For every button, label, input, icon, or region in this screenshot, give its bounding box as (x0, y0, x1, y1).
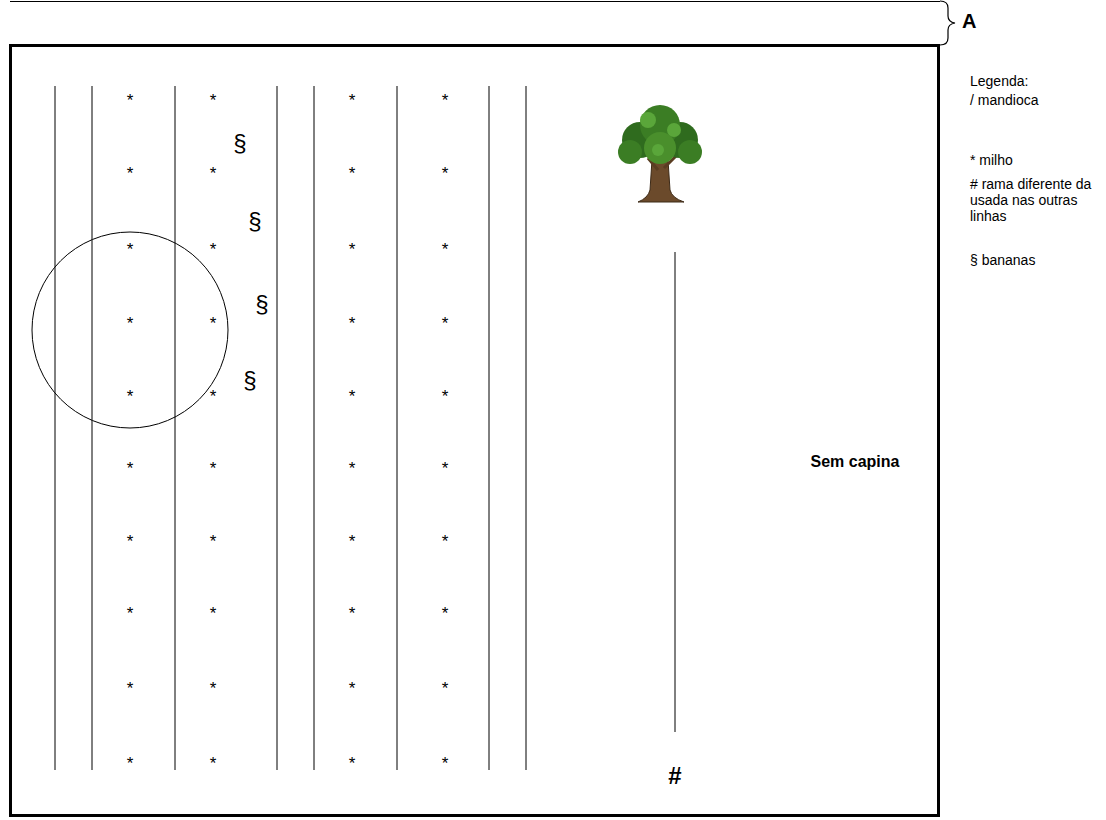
maize-mark: * (349, 754, 356, 774)
tree-icon (618, 105, 702, 202)
maize-mark: * (210, 532, 217, 552)
maize-mark: * (210, 240, 217, 260)
legend-entry: # rama diferente da usada nas outras lin… (970, 176, 1104, 224)
banana-mark: § (233, 129, 246, 157)
maize-mark: * (210, 459, 217, 479)
field-border (11, 46, 939, 816)
maize-mark: * (210, 604, 217, 624)
maize-mark: * (127, 532, 134, 552)
maize-mark: * (349, 91, 356, 111)
maize-mark: * (127, 459, 134, 479)
maize-mark: * (349, 164, 356, 184)
maize-mark: * (442, 679, 449, 699)
maize-mark: * (442, 387, 449, 407)
banana-mark: § (255, 290, 268, 318)
maize-mark: * (210, 314, 217, 334)
maize-mark: * (127, 164, 134, 184)
maize-mark: * (442, 314, 449, 334)
maize-mark: * (442, 459, 449, 479)
maize-mark: * (442, 164, 449, 184)
maize-mark: * (349, 604, 356, 624)
maize-mark: * (127, 754, 134, 774)
maize-mark: * (442, 91, 449, 111)
area-note: Sem capina (811, 453, 900, 471)
maize-mark: * (127, 240, 134, 260)
maize-mark: * (210, 387, 217, 407)
legend-entry: § bananas (970, 252, 1104, 268)
top-line (10, 1, 940, 2)
maize-mark: * (349, 314, 356, 334)
brace (940, 1, 955, 45)
maize-mark: * (442, 754, 449, 774)
maize-mark: * (349, 459, 356, 479)
maize-mark: * (349, 679, 356, 699)
maize-mark: * (210, 91, 217, 111)
maize-mark: * (127, 679, 134, 699)
cutting-mark: # (668, 762, 681, 790)
maize-mark: * (210, 679, 217, 699)
maize-mark: * (349, 387, 356, 407)
maize-mark: * (349, 532, 356, 552)
cassava-rows (55, 86, 675, 770)
maize-mark: * (442, 532, 449, 552)
maize-mark: * (349, 240, 356, 260)
maize-mark: * (442, 604, 449, 624)
maize-mark: * (210, 164, 217, 184)
region-letter: A (962, 10, 976, 33)
maize-mark: * (442, 240, 449, 260)
legend-entry: / mandioca (970, 92, 1104, 108)
legend-title: Legenda: (970, 73, 1104, 89)
maize-mark: * (127, 91, 134, 111)
legend-entry: * milho (970, 152, 1104, 168)
banana-mark: § (248, 207, 261, 235)
maize-mark: * (127, 604, 134, 624)
highlight-circle (32, 232, 228, 428)
maize-mark: * (127, 314, 134, 334)
maize-mark: * (210, 754, 217, 774)
banana-mark: § (243, 366, 256, 394)
maize-mark: * (127, 387, 134, 407)
